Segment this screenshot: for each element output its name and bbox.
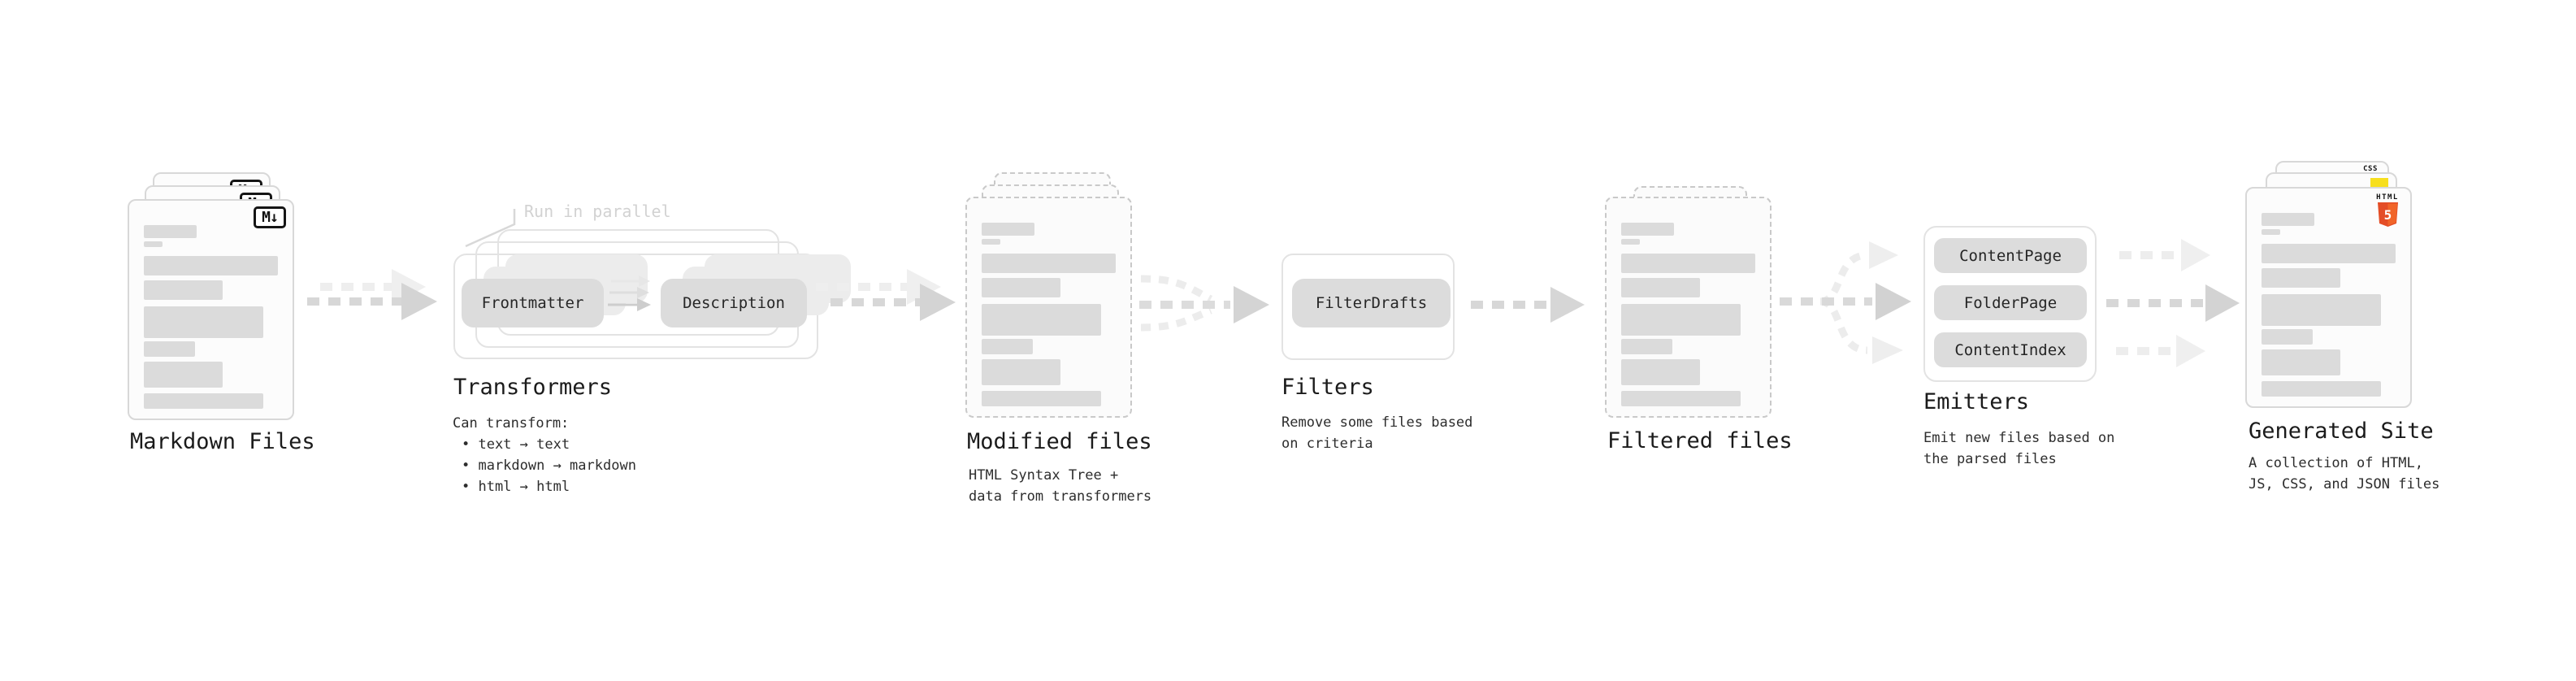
markdown-doc-front: M↓ — [128, 199, 294, 420]
filters-desc-line: Remove some files based — [1281, 414, 1473, 431]
doc-text-placeholder-bar — [144, 362, 223, 388]
filters-title: Filters — [1281, 375, 1374, 400]
contentindex-pill: ContentIndex — [1934, 332, 2087, 367]
transformers-title: Transformers — [453, 375, 613, 400]
site-doc-html: HTML 5 — [2245, 187, 2412, 408]
html5-icon: HTML 5 — [2372, 193, 2403, 227]
doc-text-placeholder-bar — [2262, 268, 2340, 288]
doc-text-placeholder-bar — [2262, 329, 2313, 345]
doc-text-placeholder-bar — [1621, 239, 1640, 245]
css-icon-word: CSS — [2363, 165, 2378, 173]
doc-text-placeholder-bar — [982, 239, 1000, 245]
run-in-parallel-label: Run in parallel — [524, 202, 671, 221]
contentpage-pill: ContentPage — [1934, 238, 2087, 273]
doc-text-placeholder-bar — [1621, 339, 1672, 354]
site-desc-line: JS, CSS, and JSON files — [2249, 476, 2440, 492]
doc-text-placeholder-bar — [1621, 359, 1700, 385]
doc-text-placeholder-bar — [144, 256, 278, 275]
javascript-icon — [2370, 178, 2388, 189]
emitters-title: Emitters — [1923, 389, 2030, 414]
emitters-box — [1923, 226, 2097, 382]
doc-text-placeholder-bar — [144, 241, 163, 247]
transformers-desc-heading: Can transform: — [453, 415, 570, 432]
doc-text-placeholder-bar — [982, 278, 1060, 297]
doc-text-placeholder-bar — [2262, 294, 2381, 326]
arrow-filtered-to-emitters-fanout — [1780, 241, 1911, 364]
filters-box — [1281, 254, 1455, 360]
doc-text-placeholder-bar — [2262, 229, 2280, 235]
markdown-files-title: Markdown Files — [130, 429, 315, 454]
arrow-emitters-to-site — [2106, 239, 2240, 367]
doc-text-placeholder-bar — [982, 223, 1034, 236]
arrow-filters-to-filtered — [1471, 287, 1585, 323]
generated-site-description: A collection of HTML, JS, CSS, and JSON … — [2249, 453, 2439, 495]
filterdrafts-pill: FilterDrafts — [1292, 279, 1451, 327]
modified-desc-line: data from transformers — [969, 488, 1152, 505]
doc-text-placeholder-bar — [2262, 213, 2314, 226]
doc-text-placeholder-bar — [1621, 223, 1674, 236]
filters-description: Remove some files based on criteria — [1281, 412, 1472, 454]
doc-text-placeholder-bar — [144, 225, 197, 238]
modified-files-description: HTML Syntax Tree + data from transformer… — [969, 465, 1151, 507]
transform-bullet: • html → html — [462, 479, 570, 495]
transformers-description: Can transform: • text → text • markdown … — [453, 413, 636, 497]
html5-icon-number: 5 — [2383, 207, 2392, 223]
html5-icon-word: HTML — [2376, 193, 2399, 202]
doc-text-placeholder-bar — [982, 359, 1060, 385]
arrow-markdown-to-transformers — [307, 269, 437, 320]
doc-text-placeholder-bar — [1621, 254, 1755, 273]
doc-text-placeholder-bar — [1621, 278, 1700, 297]
filtered-doc-front — [1605, 197, 1772, 418]
folderpage-pill: FolderPage — [1934, 285, 2087, 320]
arrow-modified-to-filters-merge — [1139, 275, 1269, 332]
doc-text-placeholder-bar — [2262, 349, 2340, 375]
markdown-icon: M↓ — [254, 206, 286, 228]
doc-text-placeholder-bar — [1621, 391, 1741, 406]
doc-text-placeholder-bar — [144, 393, 263, 409]
modified-doc-front — [965, 197, 1132, 418]
transform-bullet: • text → text — [462, 436, 570, 453]
doc-text-placeholder-bar — [982, 304, 1101, 336]
filtered-files-title: Filtered files — [1607, 428, 1793, 453]
doc-text-placeholder-bar — [1621, 304, 1741, 336]
doc-text-placeholder-bar — [982, 254, 1116, 273]
description-pill: Description — [661, 279, 807, 327]
frontmatter-pill: Frontmatter — [462, 279, 604, 327]
emitters-desc-line: Emit new files based on — [1923, 430, 2115, 446]
doc-text-placeholder-bar — [2262, 381, 2381, 397]
doc-text-placeholder-bar — [2262, 244, 2396, 263]
site-desc-line: A collection of HTML, — [2249, 455, 2423, 471]
doc-text-placeholder-bar — [144, 280, 223, 300]
filters-desc-line: on criteria — [1281, 436, 1373, 452]
doc-text-placeholder-bar — [144, 306, 263, 338]
doc-text-placeholder-bar — [144, 341, 195, 357]
emitters-desc-line: the parsed files — [1923, 451, 2057, 467]
doc-text-placeholder-bar — [982, 391, 1101, 406]
generated-site-title: Generated Site — [2249, 419, 2434, 444]
html5-shield-highlight — [2387, 203, 2397, 226]
transform-bullet: • markdown → markdown — [462, 458, 636, 474]
doc-text-placeholder-bar — [982, 339, 1033, 354]
modified-desc-line: HTML Syntax Tree + — [969, 467, 1119, 484]
modified-files-title: Modified files — [967, 429, 1152, 454]
emitters-description: Emit new files based on the parsed files — [1923, 427, 2114, 470]
